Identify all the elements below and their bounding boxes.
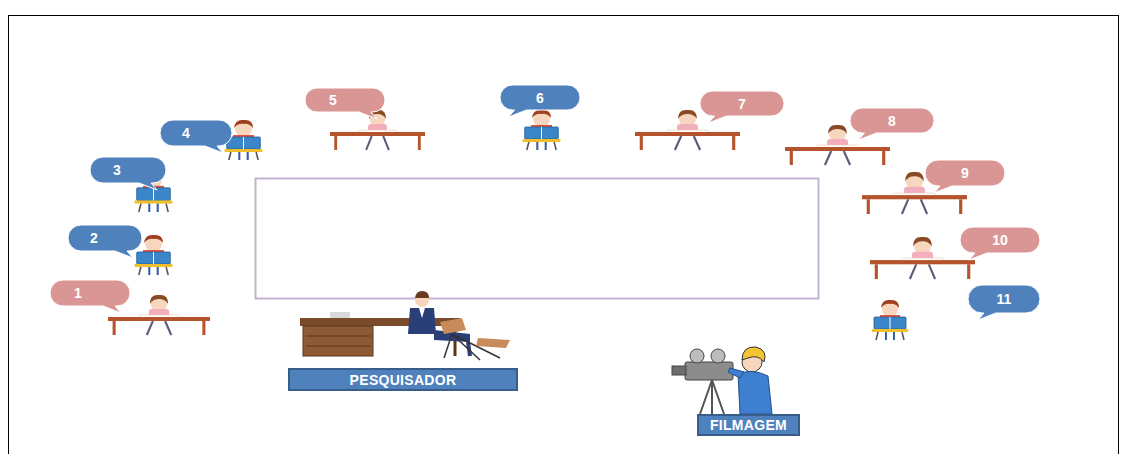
callout-number: 9	[925, 160, 1005, 186]
role-text: PESQUISADOR	[350, 372, 457, 388]
role-text: FILMAGEM	[710, 417, 787, 433]
seat-number: 4	[182, 125, 190, 141]
callout-number: 8	[850, 108, 934, 133]
callout-number: 3	[90, 157, 166, 183]
seat-number: 1	[74, 285, 82, 301]
callout-number: 5	[305, 88, 385, 112]
speech-bubble	[160, 120, 232, 154]
callout-number: 1	[50, 280, 130, 306]
callout-number: 7	[700, 91, 784, 116]
callout-number: 2	[68, 225, 142, 251]
callout-number: 11	[968, 285, 1040, 313]
seat-number: 10	[992, 232, 1008, 248]
speech-bubble	[90, 157, 166, 191]
seat-number: 11	[997, 291, 1012, 307]
seat-number: 9	[961, 165, 969, 181]
speech-bubble	[305, 88, 385, 120]
seat-number: 8	[888, 113, 896, 129]
seat-number: 5	[329, 92, 337, 108]
speech-bubble	[50, 280, 130, 314]
role-label: PESQUISADOR	[288, 368, 518, 391]
role-label: FILMAGEM	[697, 414, 800, 436]
seat-number: 2	[90, 230, 98, 246]
seat-number: 3	[113, 162, 121, 178]
speech-bubble	[68, 225, 142, 259]
callout-number: 6	[500, 85, 580, 110]
callout-number: 4	[160, 120, 232, 146]
seat-number: 7	[738, 96, 746, 112]
seat-number: 6	[536, 90, 544, 106]
callout-number: 10	[960, 227, 1040, 253]
